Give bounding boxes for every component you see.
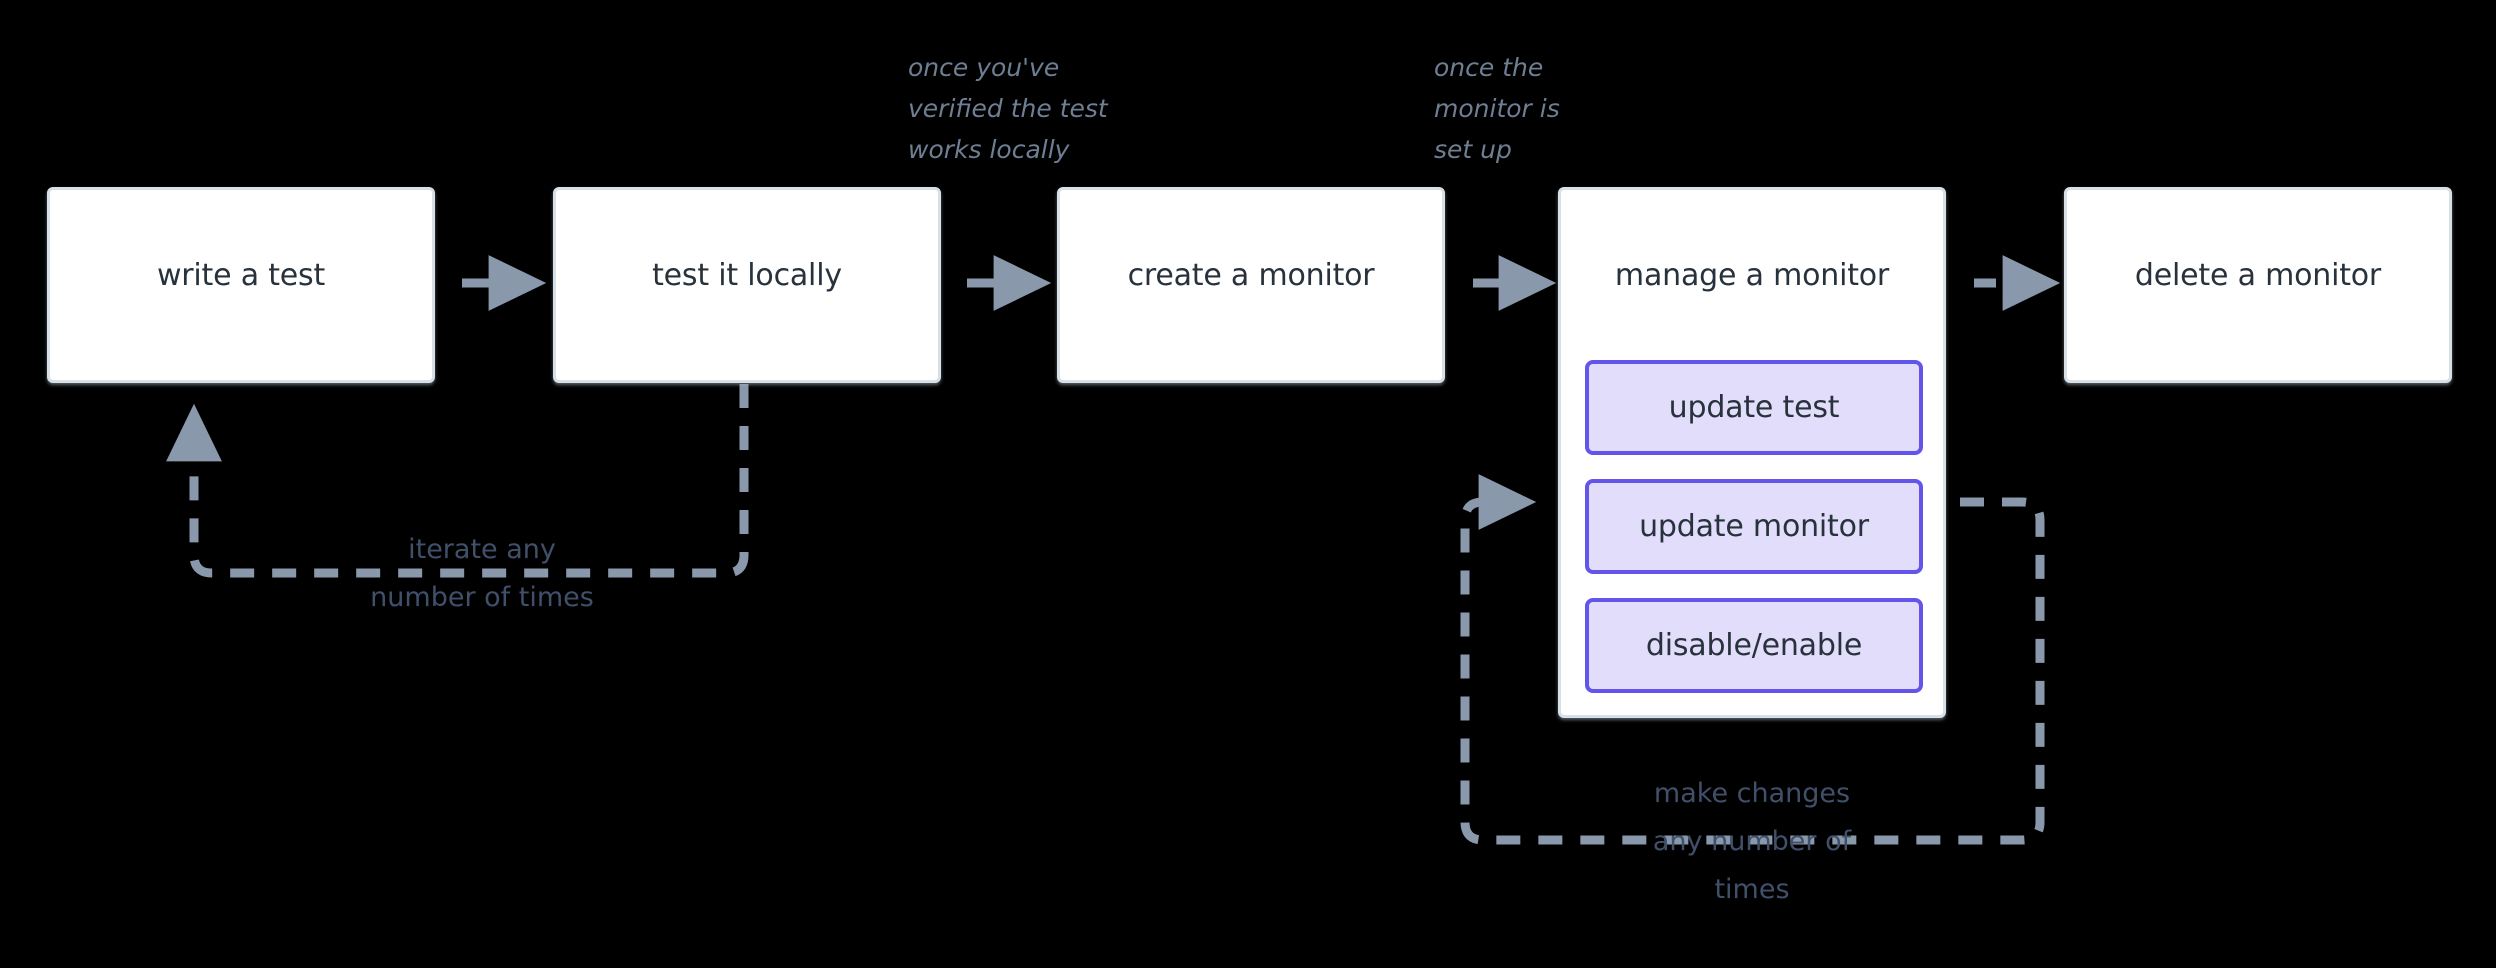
- node-manage-a-monitor[interactable]: manage a monitor update test update moni…: [1558, 187, 1946, 718]
- node-label-test-it-locally: test it locally: [652, 258, 842, 293]
- sub-node-disable-enable[interactable]: disable/enable: [1585, 598, 1923, 693]
- edge-note-verified: once you've verified the test works loca…: [908, 53, 1108, 164]
- node-delete-a-monitor[interactable]: delete a monitor: [2064, 187, 2452, 383]
- node-label-manage-a-monitor: manage a monitor: [1614, 258, 1890, 293]
- node-label-write-a-test: write a test: [156, 258, 326, 293]
- node-test-it-locally[interactable]: test it locally: [553, 187, 941, 383]
- connector-manage-self-loop: [1460, 474, 2045, 845]
- node-label-create-a-monitor: create a monitor: [1127, 258, 1375, 293]
- node-write-a-test[interactable]: write a test: [47, 187, 435, 383]
- node-create-a-monitor[interactable]: create a monitor: [1057, 187, 1445, 383]
- loop-label-make-changes: make changes any number of times: [1652, 778, 1852, 905]
- node-label-delete-a-monitor: delete a monitor: [2134, 258, 2382, 293]
- edge-note-setup: once the monitor is set up: [1434, 53, 1560, 164]
- loop-label-iterate: iterate any number of times: [370, 534, 594, 613]
- sub-node-update-test[interactable]: update test: [1585, 360, 1923, 455]
- connector-test-back-to-write: [166, 384, 749, 578]
- sub-node-update-monitor[interactable]: update monitor: [1585, 479, 1923, 574]
